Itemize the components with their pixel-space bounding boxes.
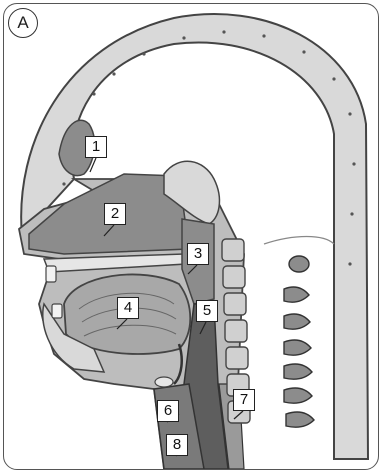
label-2: 2 [104, 203, 126, 225]
panel-letter-badge: A [8, 8, 38, 38]
label-8: 8 [166, 434, 188, 456]
label-3: 3 [187, 243, 209, 265]
label-6: 6 [157, 400, 179, 422]
diagram-frame: A 1 2 3 4 5 6 7 8 [3, 3, 379, 470]
label-7: 7 [233, 389, 255, 411]
label-leaders [4, 4, 378, 469]
label-5: 5 [196, 300, 218, 322]
label-1: 1 [85, 136, 107, 158]
label-4: 4 [117, 297, 139, 319]
